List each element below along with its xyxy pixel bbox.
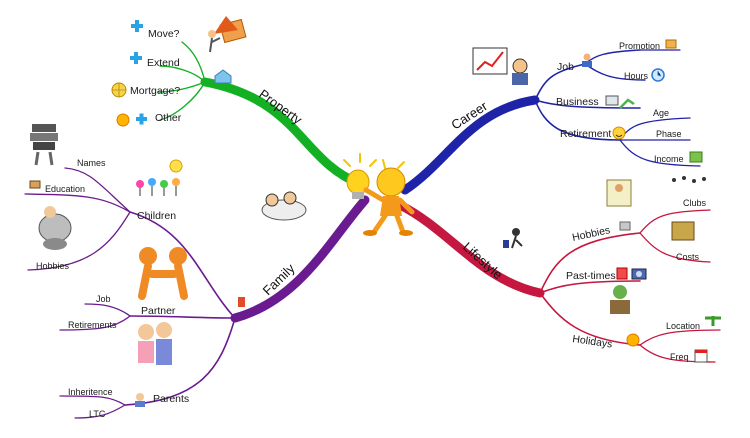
- lifestyle-holidays: Holidays: [572, 333, 614, 350]
- family-parents-ltc: LTC: [89, 409, 106, 419]
- person-icon: [582, 53, 592, 67]
- career-main-line: [400, 95, 540, 195]
- lifestyle-location: Location: [666, 321, 700, 331]
- family-children-hobbies: Hobbies: [36, 261, 70, 271]
- property-mortgage: Mortgage?: [130, 85, 180, 97]
- lifestyle-pasttimes: Past-times: [566, 270, 616, 282]
- family-partner-retirements: Retirements: [68, 320, 117, 330]
- graduate-icon: [29, 180, 41, 189]
- property-main-line: [200, 77, 365, 189]
- globe-icon: [111, 82, 127, 98]
- family-children-education: Education: [45, 184, 85, 194]
- climbing-figure: [38, 206, 72, 250]
- sports-figure: [503, 228, 523, 249]
- career-business: Business: [556, 96, 599, 108]
- family-group-figure: [261, 191, 307, 221]
- stacked-books-figure: [30, 124, 58, 166]
- family-children-names: Names: [77, 158, 106, 168]
- tools-icon: [619, 221, 631, 231]
- career-retirement: Retirement: [560, 128, 611, 140]
- money-icon: [689, 151, 703, 163]
- children-drawing: [136, 159, 183, 196]
- career-age: Age: [653, 108, 669, 118]
- sun-icon: [116, 113, 130, 127]
- lifestyle-costs: Costs: [676, 252, 700, 262]
- career-hours: Hours: [624, 71, 649, 81]
- property-branch-lines: [157, 41, 365, 189]
- central-lightbulb-figure: [343, 153, 415, 236]
- property-move: Move?: [148, 28, 180, 40]
- traveler-figure: [610, 285, 630, 314]
- presentation-chart-icon: [472, 47, 528, 85]
- lifestyle-hobbies: Hobbies: [571, 224, 611, 244]
- bag-figure: [671, 221, 695, 241]
- property-other: Other: [155, 112, 182, 124]
- elders-icon: [135, 393, 145, 407]
- branch-label-lifestyle: Lifestyle: [460, 239, 505, 282]
- smiley-icon: [612, 126, 626, 140]
- house-icon: [214, 69, 232, 84]
- property-extend: Extend: [147, 57, 180, 69]
- clock-icon: [651, 68, 665, 82]
- popcorn-icon: [616, 267, 628, 280]
- calendar-icon: [694, 349, 708, 363]
- moving-house-figure: [208, 16, 247, 53]
- lifestyle-branch-lines: [395, 200, 721, 363]
- family-branch-lines: [24, 167, 370, 419]
- couple-figures: [138, 322, 172, 365]
- family-partner: Partner: [141, 305, 176, 317]
- career-job: Job: [557, 61, 574, 73]
- sun-icon: [626, 333, 640, 347]
- lifestyle-main-line: [395, 200, 545, 298]
- golfer-icon: [606, 179, 632, 207]
- family-parents: Parents: [153, 393, 189, 405]
- family-parents-inheritence: Inheritence: [68, 387, 113, 397]
- plus-icon: [130, 52, 142, 64]
- handshake-figures: [138, 247, 188, 300]
- camera-icon: [631, 268, 647, 280]
- career-promotion: Promotion: [619, 41, 660, 51]
- family-main-line: [230, 195, 370, 323]
- audience-icon: [672, 176, 706, 183]
- career-income: Income: [654, 154, 684, 164]
- lifestyle-freq: Freq: [670, 352, 689, 362]
- career-branch-lines: [400, 49, 701, 195]
- thumbs-up-icon: [665, 39, 677, 49]
- plus-icon: [136, 113, 147, 125]
- hydrant-icon: [238, 297, 245, 307]
- career-phase: Phase: [656, 129, 682, 139]
- palm-icon: [705, 316, 721, 326]
- family-children: Children: [137, 210, 176, 222]
- computer-icon: [605, 95, 635, 109]
- family-partner-job: Job: [96, 294, 111, 304]
- plus-icon: [131, 20, 143, 32]
- lifestyle-clubs: Clubs: [683, 198, 707, 208]
